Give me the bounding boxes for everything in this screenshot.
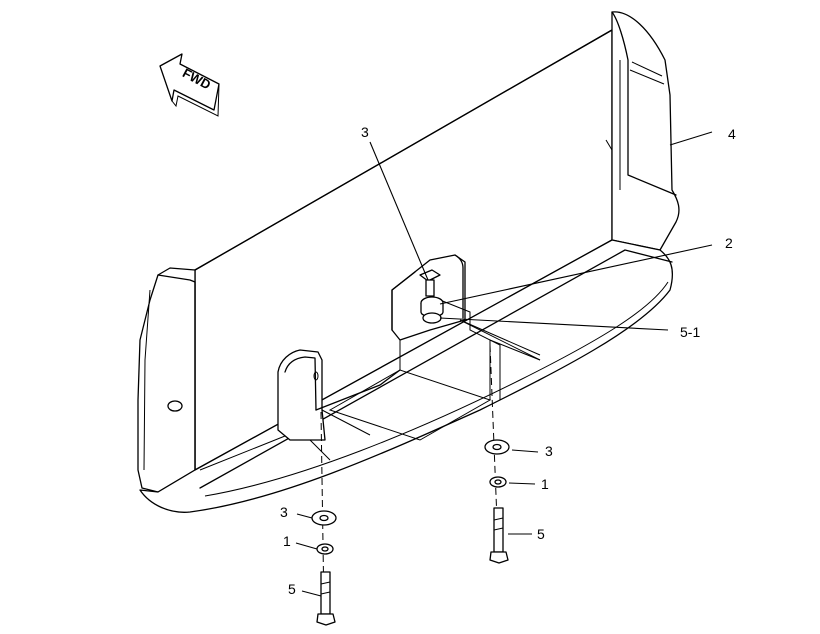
left-mounting-bracket <box>277 349 401 441</box>
callout-5-1: 5-1 <box>680 324 700 340</box>
leader-4 <box>669 131 713 146</box>
forward-arrow-icon: FWD <box>159 53 220 117</box>
callout-labels: 3 4 2 5-1 3 1 5 3 1 5 <box>280 124 736 597</box>
left-fastener-stack <box>295 411 337 626</box>
leader-lines <box>369 131 713 331</box>
callout-3-left: 3 <box>280 504 288 520</box>
callout-3-top: 3 <box>361 124 369 140</box>
callout-3-right: 3 <box>545 443 553 459</box>
callout-1-left: 1 <box>283 533 291 549</box>
callout-1-right: 1 <box>541 476 549 492</box>
callout-2: 2 <box>725 235 733 251</box>
callout-5-right: 5 <box>537 526 545 542</box>
leader-3-top <box>369 141 429 281</box>
callout-5-left: 5 <box>288 581 296 597</box>
leader-5-1 <box>439 317 669 331</box>
stud-assembly-5-1 <box>419 269 444 324</box>
right-fastener-stack <box>484 344 539 564</box>
callout-4: 4 <box>728 126 736 142</box>
leader-2 <box>439 244 713 305</box>
